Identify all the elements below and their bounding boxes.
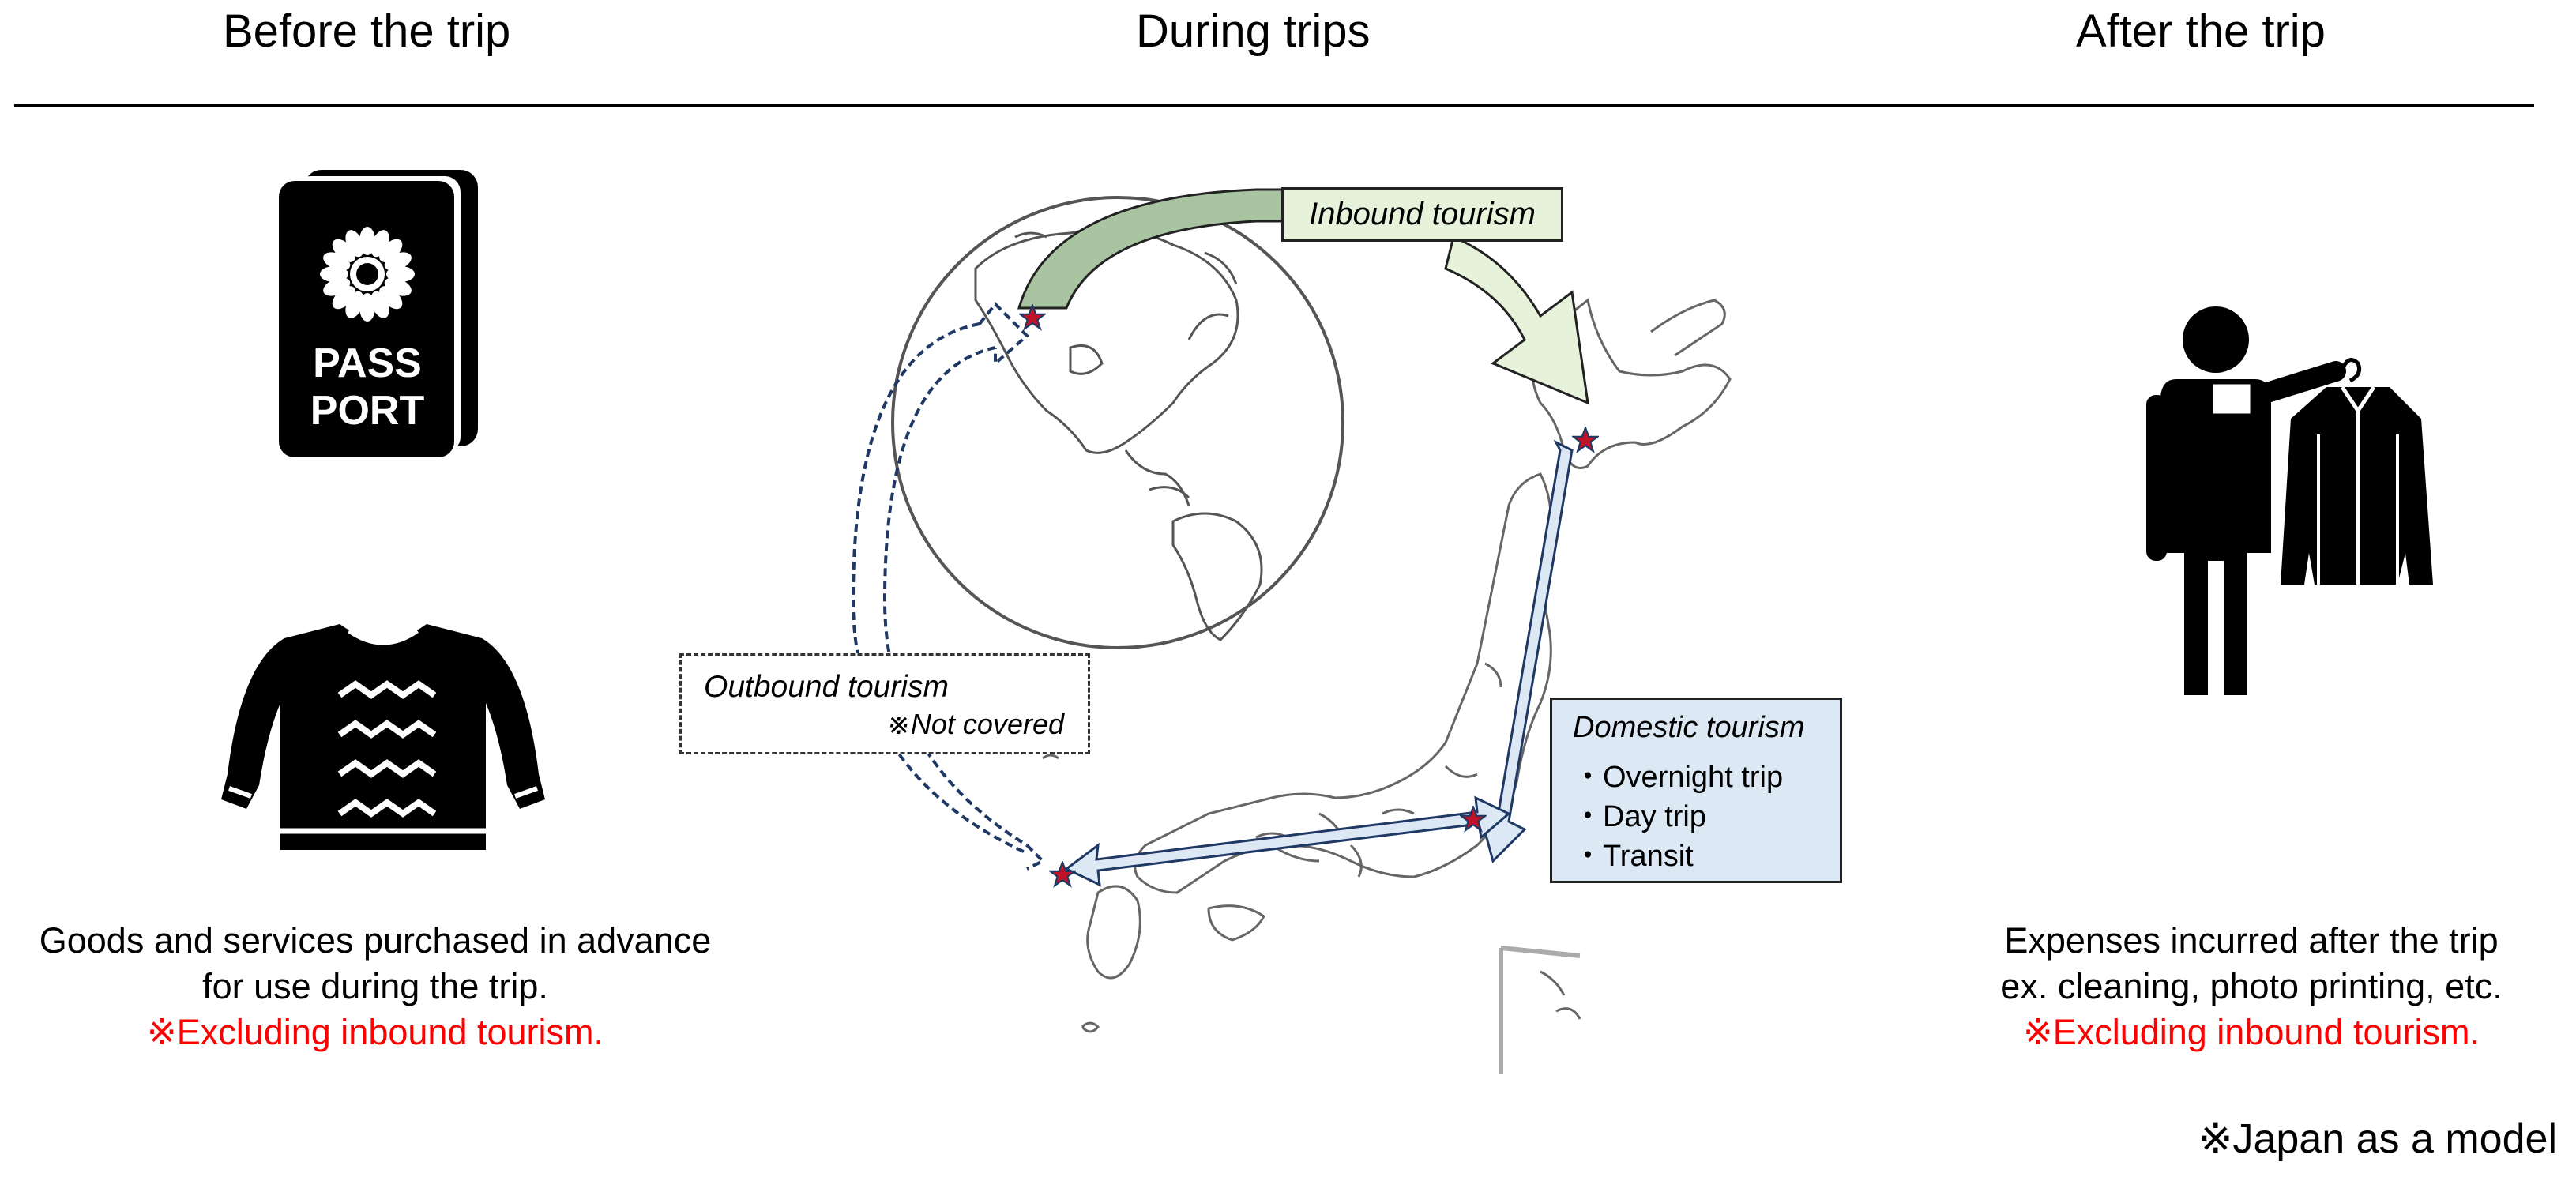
outbound-tourism-box: Outbound tourism ※Not covered [679,653,1090,754]
inbound-tourism-box: Inbound tourism [1281,187,1563,242]
header-divider [14,104,2534,107]
passport-text-line2: PORT [310,388,425,434]
heading-during-trips: During trips [1136,6,1371,57]
before-caption-exclusion: ※Excluding inbound tourism. [146,1012,604,1052]
after-caption: Expenses incurred after the trip ex. cle… [1943,918,2559,1055]
footnote-japan-model: ※Japan as a model [2198,1116,2557,1162]
person-with-clothes-icon [2146,306,2433,695]
star-icon [1049,861,1076,888]
domestic-arrows [1064,439,1574,887]
inbound-arrow [1017,188,1589,405]
heading-before-trip: Before the trip [223,6,511,57]
sweater-icon [221,624,545,850]
domestic-item-overnight: ・Overnight trip [1573,761,1784,794]
domestic-item-day-trip: ・Day trip [1573,800,1706,833]
passport-text-line1: PASS [313,340,422,386]
outbound-not-covered-note: ※Not covered [886,708,1064,740]
before-caption: Goods and services purchased in advance … [0,918,750,1055]
passport-icon: PASS PORT [279,170,478,457]
after-caption-exclusion: ※Excluding inbound tourism. [2022,1012,2480,1052]
outbound-tourism-label: Outbound tourism [704,670,950,704]
star-icon [1019,304,1046,331]
heading-after-trip: After the trip [2076,6,2326,57]
domestic-tourism-box: Domestic tourism ・Overnight trip ・Day tr… [1550,698,1842,883]
domestic-tourism-label: Domestic tourism [1573,711,1805,744]
before-caption-line2: for use during the trip. [202,966,548,1006]
after-caption-line1: Expenses incurred after the trip [2004,920,2499,961]
domestic-item-transit: ・Transit [1573,840,1694,873]
inbound-tourism-label: Inbound tourism [1309,197,1536,231]
japan-map [1042,298,1732,1074]
outbound-arrow [851,302,1046,871]
after-caption-line2: ex. cleaning, photo printing, etc. [2000,966,2503,1006]
star-icon [1572,427,1599,453]
star-icon [1460,806,1487,833]
before-caption-line1: Goods and services purchased in advance [39,920,712,961]
